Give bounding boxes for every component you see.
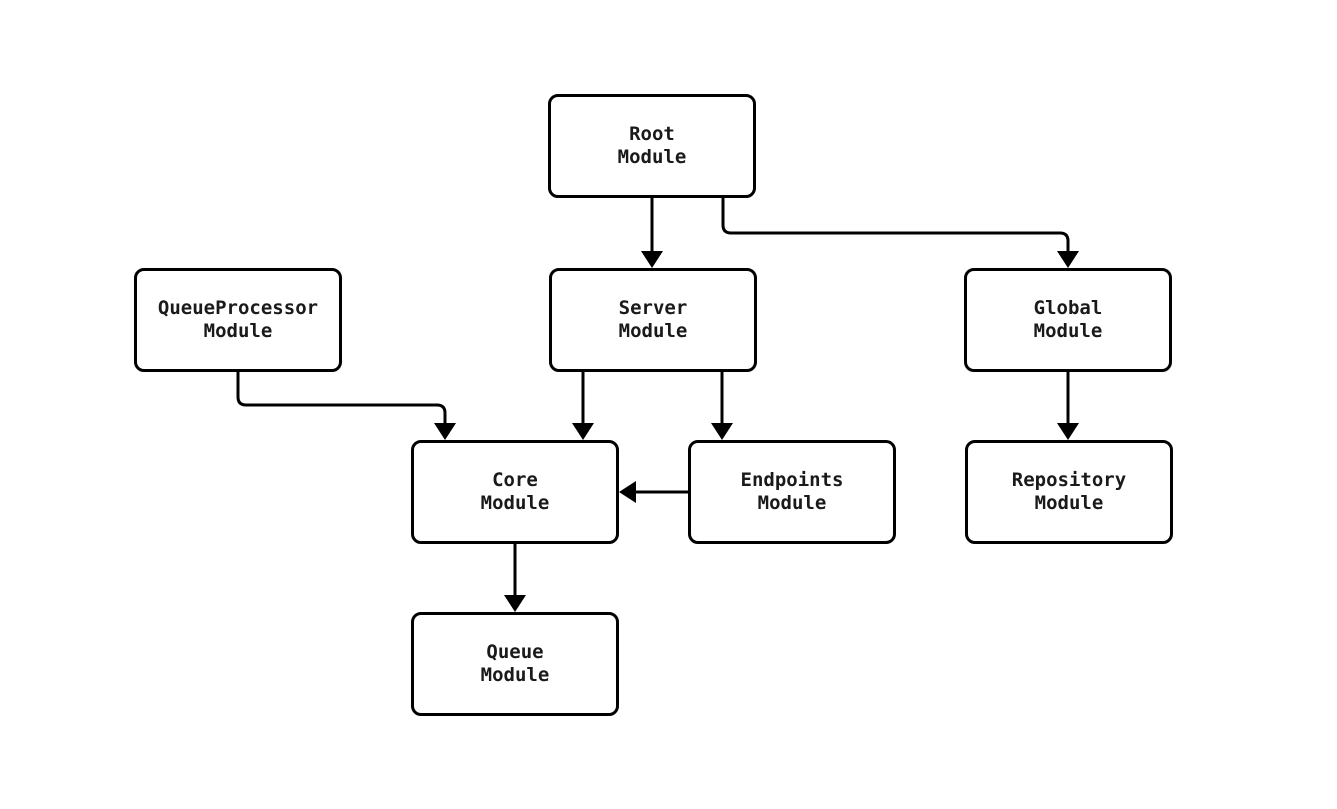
edge-core-queue xyxy=(504,544,526,612)
node-endpoints-module: Endpoints Module xyxy=(688,440,896,544)
edge-endpoints-core xyxy=(619,481,688,503)
edge-root-server xyxy=(641,198,663,268)
edge-global-repository xyxy=(1057,372,1079,440)
edge-server-core xyxy=(572,372,594,440)
edge-root-global xyxy=(721,198,1079,268)
node-root-module: Root Module xyxy=(548,94,756,198)
node-queueprocessor-module: QueueProcessor Module xyxy=(134,268,342,372)
edge-server-endpoints xyxy=(711,372,733,440)
edge-queueprocessor-core xyxy=(236,372,456,440)
node-repository-module: Repository Module xyxy=(965,440,1173,544)
node-server-module: Server Module xyxy=(549,268,757,372)
node-core-module: Core Module xyxy=(411,440,619,544)
node-queue-module: Queue Module xyxy=(411,612,619,716)
node-global-module: Global Module xyxy=(964,268,1172,372)
